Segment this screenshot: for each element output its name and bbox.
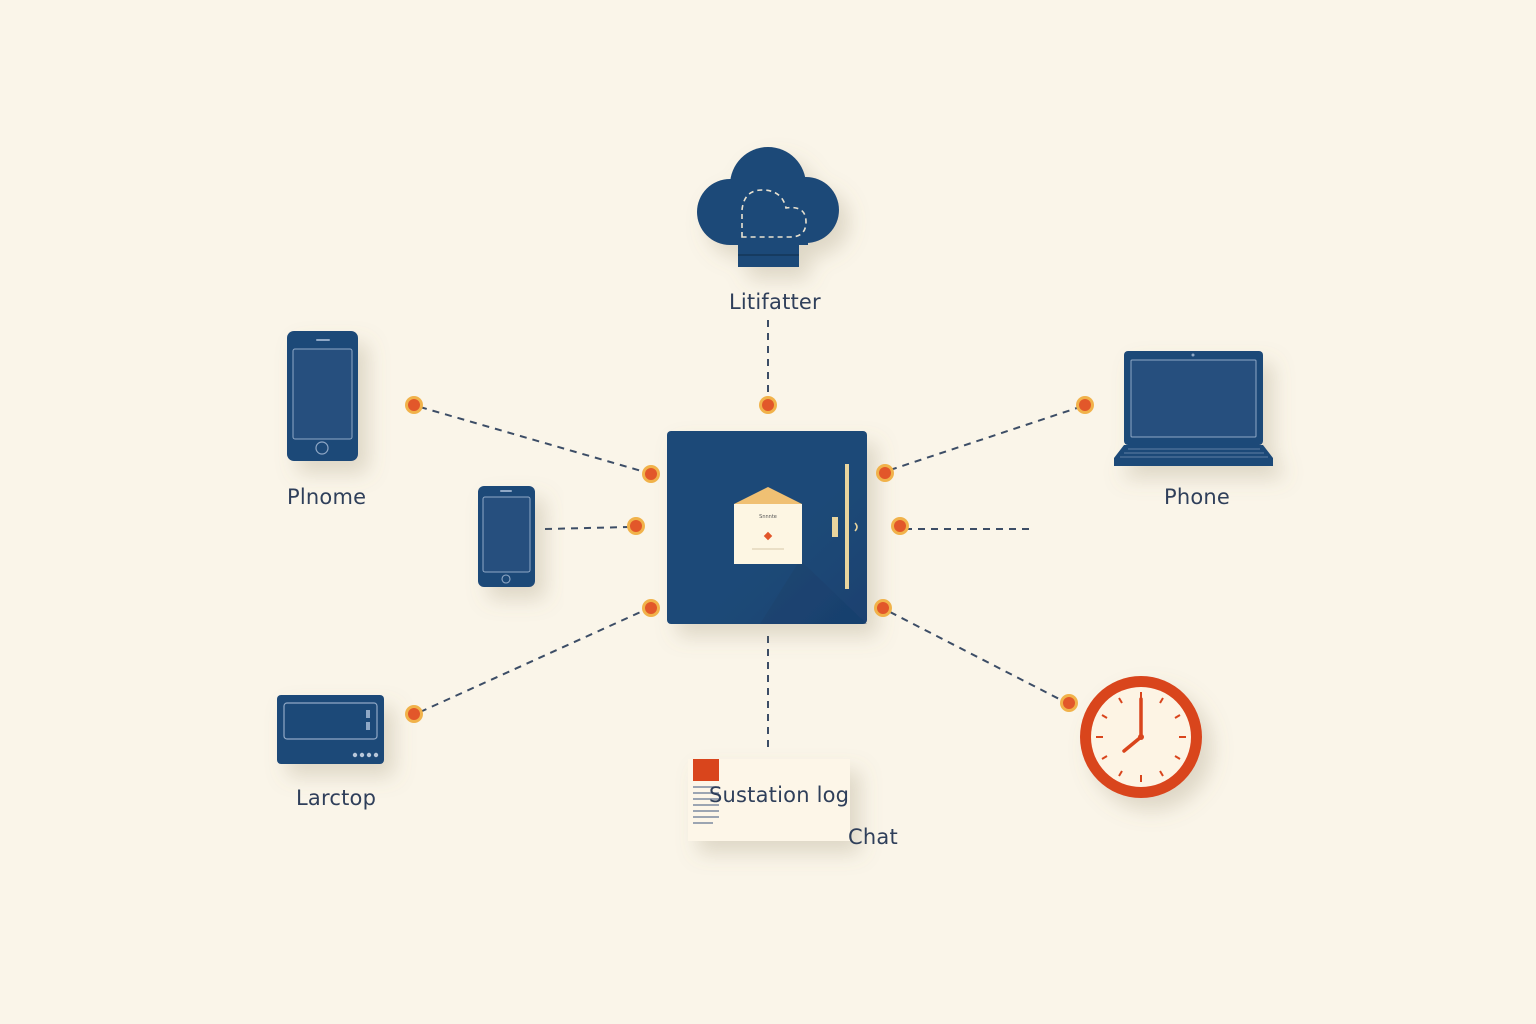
line-phone-left — [419, 406, 646, 473]
phone-left-label: Plnome — [287, 485, 367, 509]
connector-dot — [876, 464, 894, 482]
connector-dots — [405, 396, 1094, 723]
connector-dot — [891, 517, 909, 535]
hub-envelope-icon — [667, 431, 867, 624]
smartphone-large-icon — [287, 331, 358, 461]
line-phone-small — [544, 526, 631, 530]
connector-dot — [642, 599, 660, 617]
line-clock — [889, 611, 1066, 703]
clock-icon — [1080, 676, 1202, 798]
chat-label: Chat — [848, 825, 898, 849]
connector-dot — [759, 396, 777, 414]
connector-dot — [642, 465, 660, 483]
cloud-icon — [697, 147, 839, 267]
document-icon — [688, 759, 850, 841]
laptop-icon — [1114, 351, 1273, 466]
connection-lines — [419, 320, 1081, 752]
connector-dot — [405, 396, 423, 414]
connector-dot — [405, 705, 423, 723]
device-left-label: Larctop — [296, 786, 377, 810]
smartphone-small-icon — [478, 486, 535, 587]
line-device-left — [419, 609, 646, 713]
router-icon — [277, 695, 384, 764]
log-label: Sustation log — [709, 783, 850, 807]
laptop-right-label: Phone — [1164, 485, 1231, 509]
envelope-label: Snnnte — [759, 514, 777, 520]
cloud-label: Litifatter — [729, 290, 821, 314]
connector-dot — [874, 599, 892, 617]
connector-dot — [627, 517, 645, 535]
line-laptop-right — [889, 406, 1081, 471]
connector-dot — [1076, 396, 1094, 414]
connector-dot — [1060, 694, 1078, 712]
